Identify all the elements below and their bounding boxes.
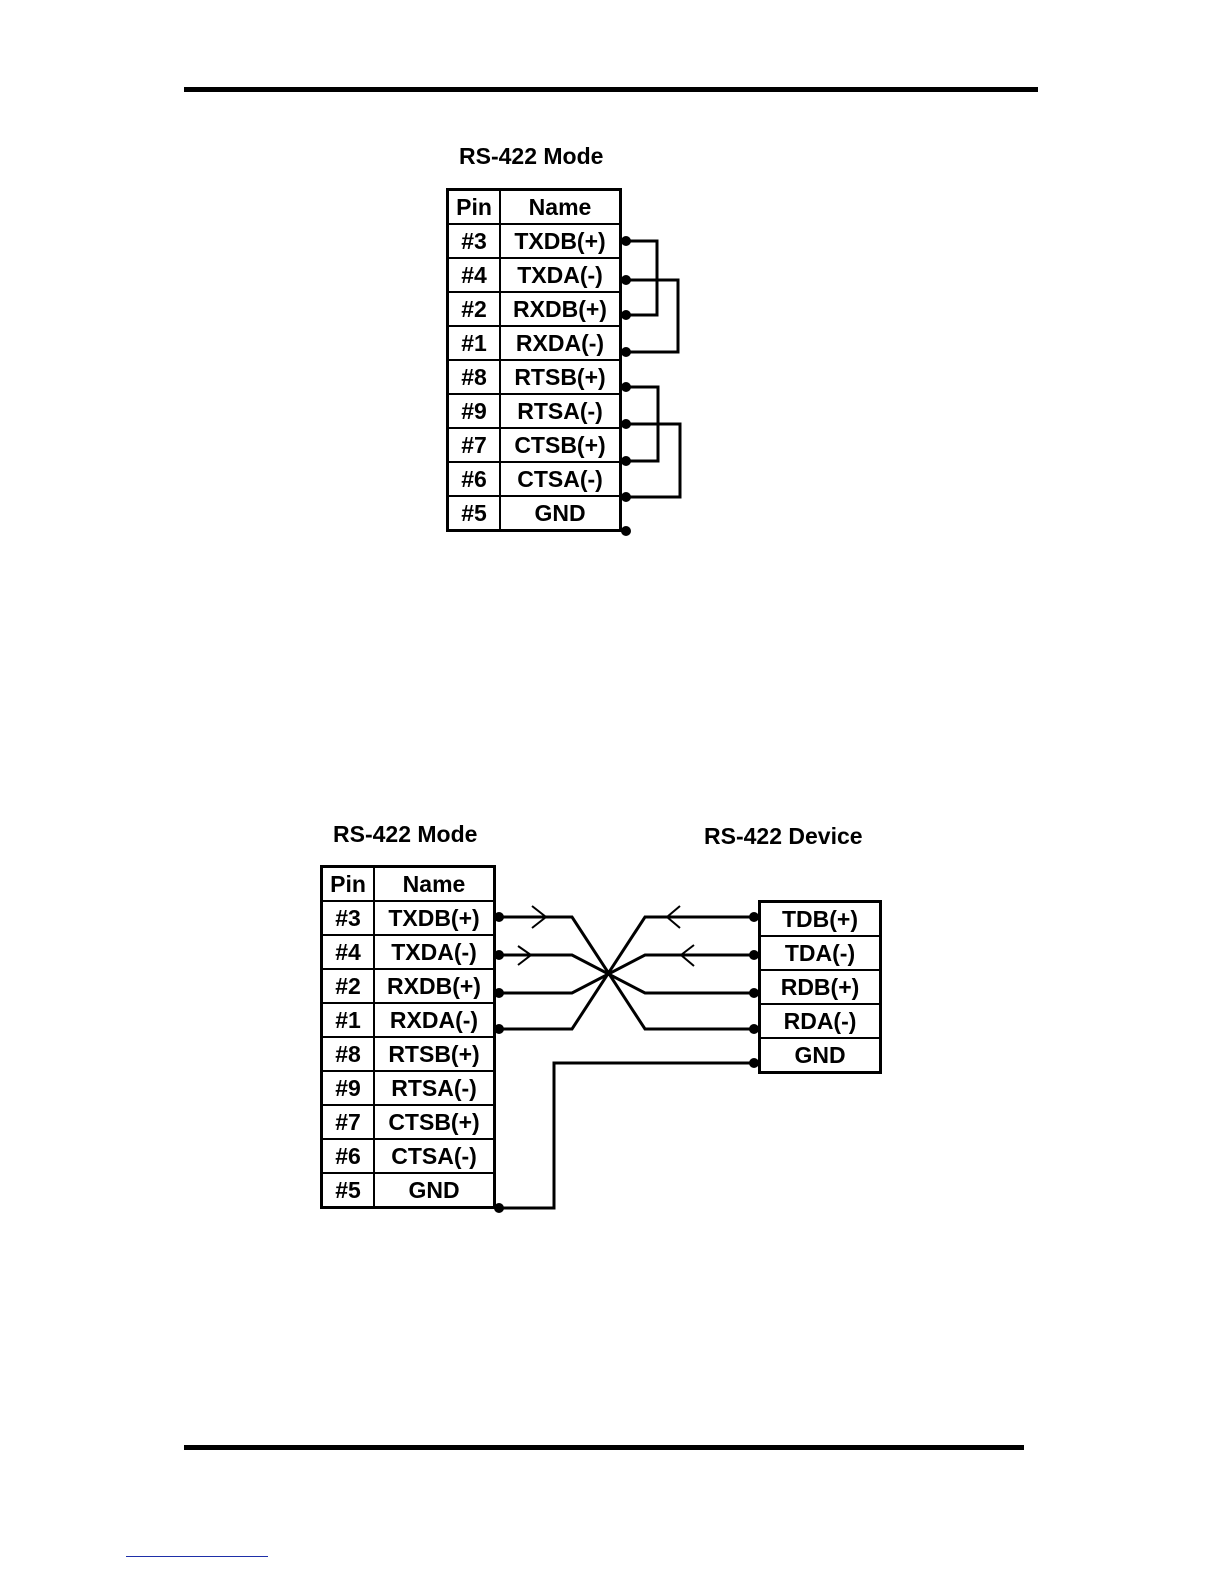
wire-rxda-to-tdb [499,917,753,1029]
terminal-dot [749,912,759,922]
terminal-dot [494,1024,504,1034]
footnote-rule [126,1556,268,1557]
terminal-dot [749,1058,759,1068]
terminal-dot [621,236,631,246]
terminal-dot [749,950,759,960]
wire-txda-to-rdb [499,955,753,993]
wire-txdb-to-rda [499,917,753,1029]
terminal-dot [621,347,631,357]
terminal-dot [621,310,631,320]
footer-rule [184,1445,1024,1450]
terminal-dot [621,419,631,429]
terminal-dot [621,492,631,502]
terminal-dot [621,456,631,466]
terminal-dot [494,988,504,998]
wire-rxdb-to-tda [499,955,753,993]
terminal-dot [621,526,631,536]
terminal-dot [621,275,631,285]
loopback-wire-txdb-rxdb [627,241,657,315]
terminal-dot [494,950,504,960]
wire-gnd-to-gnd [499,1063,753,1208]
terminal-dot [494,1203,504,1213]
terminal-dot [494,912,504,922]
terminal-dot [621,382,631,392]
terminal-dot [749,1024,759,1034]
terminal-dot [749,988,759,998]
